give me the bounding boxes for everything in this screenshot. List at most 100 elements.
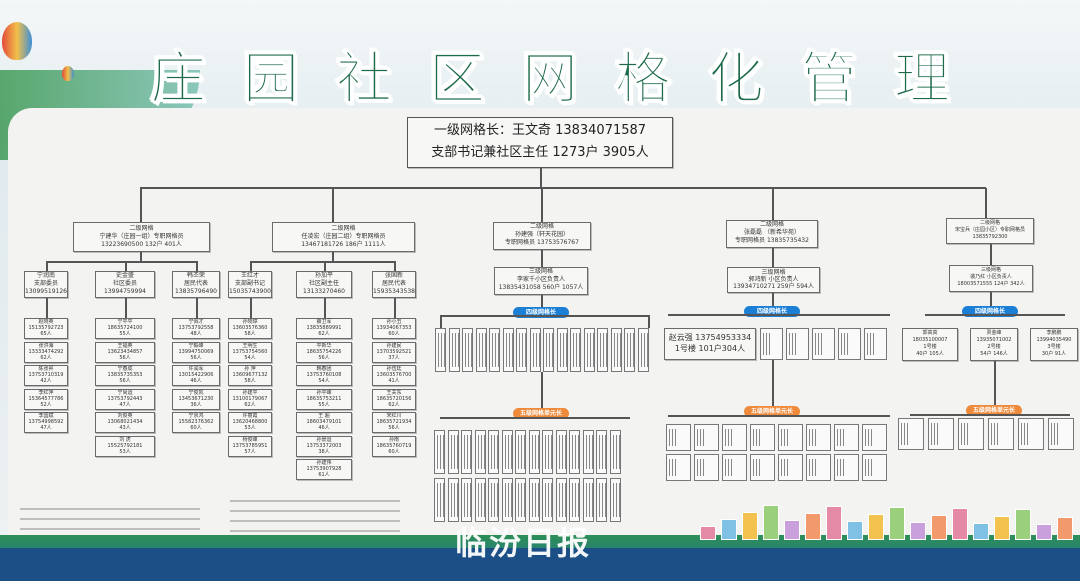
building-icon (868, 514, 884, 540)
box-text: 郭高高 (922, 330, 938, 336)
box-text: 13935071002 (976, 337, 1012, 343)
box-text: 孙小丑 (386, 319, 402, 325)
grid-unit-box (516, 328, 527, 372)
box-text: 孙建平 (242, 389, 258, 396)
box-text: 62人 (40, 354, 52, 361)
box-text: 赵云强 13754953334 (668, 333, 752, 342)
box-text: 刘俊英 (117, 413, 133, 419)
box-text: 杨俊峰 (242, 436, 258, 443)
connector (990, 292, 992, 306)
box-text: 李家千小区负责人 (516, 276, 565, 283)
box-text: 许润军 (188, 366, 204, 372)
box-text: 13467181726 186户 1111人 (301, 241, 386, 248)
box-text: 13753792443 (107, 395, 143, 402)
box-text: 13100179067 (232, 395, 268, 402)
remark-text-line (20, 518, 200, 520)
box-text: 13753792558 (178, 325, 214, 331)
box-text: 13934067353 (376, 325, 412, 331)
box-text: 贾金峰 (986, 330, 1002, 336)
box-text: 13603576360 (232, 325, 268, 331)
grid-unit-box (806, 424, 831, 451)
connector (440, 417, 630, 419)
connector (196, 261, 198, 271)
box-text: 孙景运 (316, 436, 332, 443)
grid-unit-box (750, 424, 775, 451)
box-text: 18035100007 (912, 337, 948, 343)
grid-unit-box (812, 328, 835, 360)
box-text: 13623434857 (107, 348, 143, 355)
box-text: 53人 (244, 425, 256, 431)
connector (140, 188, 142, 222)
remark-text-line (230, 520, 400, 522)
box-text: 13753907928 (306, 466, 342, 472)
box-text: 13068021434 (107, 419, 143, 425)
box-text: 13603576700 (376, 372, 412, 378)
box-text: 13994750069 (178, 348, 214, 355)
grid-unit-box (597, 328, 608, 372)
box-text: 13994035490 (1036, 337, 1072, 343)
box-text: 18635753211 (306, 395, 342, 402)
grid-unit-box (502, 328, 514, 372)
grid-unit-box (928, 418, 954, 450)
box-text: 孙 萍 (244, 366, 256, 372)
grid-unit-box (864, 328, 887, 360)
level5-pill: 五级网格单元长 (744, 406, 800, 417)
box-text: 王明生 (242, 342, 258, 349)
box-text: 13620468800 (232, 419, 268, 425)
grid-unit-box (461, 430, 472, 474)
box-text: 18603479101 (306, 419, 342, 425)
box-text: 赵晓英 (38, 319, 54, 325)
title-char: 格 (615, 46, 672, 113)
connector (541, 250, 543, 267)
grid-unit-box (555, 430, 567, 474)
box-text: 13754998592 (28, 419, 64, 425)
building-icon (952, 508, 968, 540)
grid-unit-box (488, 430, 499, 474)
box-text: 王 超 (318, 413, 330, 419)
grid-unit-box (694, 454, 719, 481)
box-text: 15364577786 (28, 395, 64, 402)
box-text: 13223690500 132户 401人 (101, 241, 182, 248)
box-text: 孙加平 (314, 272, 333, 279)
title-char: 区 (429, 46, 486, 113)
grid-unit-box (529, 328, 541, 372)
remark-text-line (230, 500, 400, 502)
connector (648, 315, 650, 328)
box-text: 二级网格 (129, 225, 154, 232)
grid-unit-box (488, 478, 499, 522)
grid-unit-box (1018, 418, 1044, 450)
box-text: 孙建强（轩天花园） (514, 231, 569, 238)
box-text: 13753760108 (306, 372, 342, 378)
box-text: 13753785951 (232, 442, 268, 449)
connector (541, 295, 543, 307)
box-text: 李国斌 (38, 413, 54, 419)
box-text: 54人 (318, 378, 330, 384)
box-text: 56人 (119, 378, 131, 384)
box-text: 61人 (318, 472, 330, 478)
grid-unit-box (666, 424, 691, 451)
box-text: 60人 (388, 331, 400, 337)
box-text: 13835431058 560户 1057人 (498, 284, 584, 291)
connector (394, 298, 396, 318)
box-text: 42人 (40, 378, 52, 384)
level1-grid-leader: 一级网格长：王文奇 13834071587 支部书记兼社区主任 1273户 39… (407, 117, 673, 168)
box-text: 54人 (244, 354, 256, 361)
grid-unit-box (542, 430, 553, 474)
grid-unit-box (435, 328, 446, 372)
box-text: 15935343538 (373, 288, 415, 295)
grid-unit-box (778, 454, 803, 481)
